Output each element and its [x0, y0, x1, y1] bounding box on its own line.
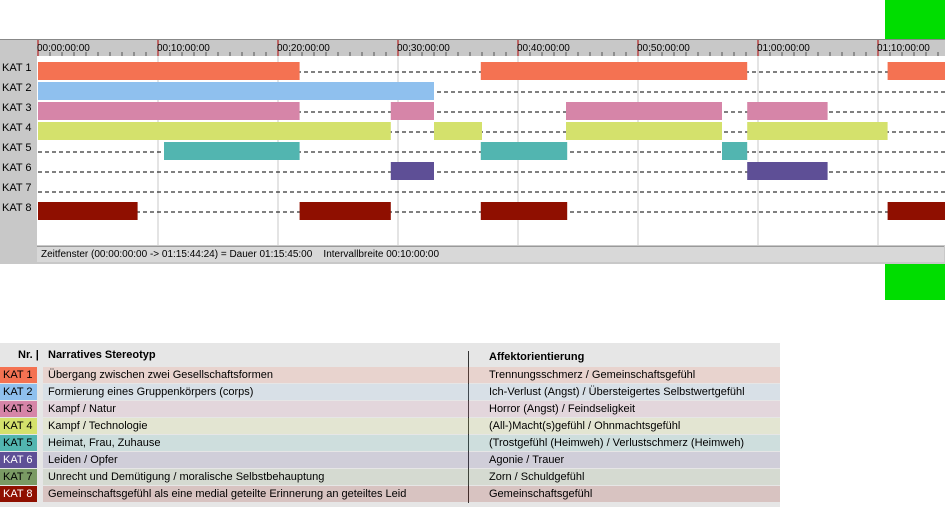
- timeline-bar: [887, 202, 945, 220]
- legend-row: KAT 7 Unrecht und Demütigung / moralische…: [0, 469, 780, 485]
- header-nr: Nr. |: [18, 349, 39, 361]
- legend-header: Nr. | Narratives Stereotyp Affektorienti…: [0, 343, 780, 367]
- legend-stereotyp: Unrecht und Demütigung / moralische Selb…: [48, 471, 325, 483]
- legend-category-swatch: KAT 6: [0, 452, 37, 468]
- legend-row-background: [43, 469, 780, 485]
- timeline-bar: [38, 202, 138, 220]
- legend-affekt: (Trostgefühl (Heimweh) / Verlustschmerz …: [489, 437, 745, 449]
- legend-category-swatch: KAT 8: [0, 486, 37, 502]
- x-tick-label: 00:40:00:00: [517, 43, 570, 54]
- timeline-bar: [390, 102, 434, 120]
- legend-row: KAT 1 Übergang zwischen zwei Gesellschaft…: [0, 367, 780, 383]
- legend-row: KAT 6 Leiden / Opfer Agonie / Trauer: [0, 452, 780, 468]
- legend-row: KAT 2 Formierung eines Gruppenkörpers (co…: [0, 384, 780, 400]
- timeline-bar: [38, 82, 434, 100]
- legend-stereotyp: Formierung eines Gruppenkörpers (corps): [48, 386, 254, 398]
- timeline-bar: [747, 102, 828, 120]
- legend-row-background: [43, 435, 780, 451]
- timeline-bar: [480, 62, 748, 80]
- legend-stereotyp: Kampf / Natur: [48, 403, 116, 415]
- legend-row-background: [43, 418, 780, 434]
- timeline-bar: [434, 122, 482, 140]
- legend-row-background: [43, 401, 780, 417]
- legend-row-background: [43, 452, 780, 468]
- legend-row: KAT 3 Kampf / Natur Horror (Angst) / Feind…: [0, 401, 780, 417]
- x-tick-label: 01:10:00:00: [877, 43, 930, 54]
- legend-affekt: Horror (Angst) / Feindseligkeit: [489, 403, 636, 415]
- legend-affekt: Gemeinschaftsgefühl: [489, 488, 593, 500]
- timeline-chart: 00:00:00:00 00:10:00:00 00:20:00:00 00:30:0…: [2, 40, 945, 245]
- legend-row-background: [43, 367, 780, 383]
- category-label: KAT 7: [2, 182, 32, 194]
- legend-row: KAT 4 Kampf / Technologie (All-)Macht(s)ge…: [0, 418, 780, 434]
- timeline-bar: [164, 142, 300, 160]
- legend-category-swatch: KAT 1: [0, 367, 37, 383]
- category-label: KAT 2: [2, 82, 32, 94]
- x-tick-label: 00:10:00:00: [157, 43, 210, 54]
- timeline-bar: [38, 122, 391, 140]
- legend-category-swatch: KAT 5: [0, 435, 37, 451]
- legend-stereotyp: Leiden / Opfer: [48, 454, 118, 466]
- timeline-bar: [480, 142, 568, 160]
- timeline-bar: [566, 102, 722, 120]
- legend-stereotyp: Übergang zwischen zwei Gesellschaftsform…: [48, 369, 273, 381]
- x-tick-label: 00:50:00:00: [637, 43, 690, 54]
- timeline-bar: [887, 62, 945, 80]
- timeline-bar: [38, 62, 300, 80]
- timeline-bar: [722, 142, 748, 160]
- header-stereotyp: Narratives Stereotyp: [48, 349, 156, 361]
- legend-affekt: Trennungsschmerz / Gemeinschaftsgefühl: [489, 369, 696, 381]
- legend-row: KAT 8 Gemeinschaftsgefühl als eine medial…: [0, 486, 780, 502]
- legend-affekt: Zorn / Schuldgefühl: [489, 471, 585, 483]
- legend-stereotyp: Heimat, Frau, Zuhause: [48, 437, 161, 449]
- timeline-bar: [480, 202, 568, 220]
- legend-affekt: (All-)Macht(s)gefühl / Ohnmachtsgefühl: [489, 420, 681, 432]
- legend-table: Nr. | Narratives Stereotyp Affektorienti…: [0, 343, 780, 507]
- x-tick-label: 00:30:00:00: [397, 43, 450, 54]
- legend-category-swatch: KAT 2: [0, 384, 37, 400]
- legend-row-background: [43, 486, 780, 502]
- header-affekt: Affektorientierung: [489, 351, 585, 363]
- legend-category-swatch: KAT 4: [0, 418, 37, 434]
- timeline-bar: [747, 122, 888, 140]
- column-divider: [468, 351, 469, 503]
- timeline-bar: [38, 102, 300, 120]
- timeline-bar: [299, 202, 391, 220]
- category-label: KAT 4: [2, 122, 32, 134]
- category-label: KAT 5: [2, 142, 32, 154]
- timeline-bar: [747, 162, 828, 180]
- legend-affekt: Agonie / Trauer: [489, 454, 565, 466]
- legend-row-background: [43, 384, 780, 400]
- legend-row: KAT 5 Heimat, Frau, Zuhause (Trostgefühl (…: [0, 435, 780, 451]
- legend-category-swatch: KAT 7: [0, 469, 37, 485]
- legend-stereotyp: Kampf / Technologie: [48, 420, 148, 432]
- status-bar: Zeitfenster (00:00:00:00 -> 01:15:44:24)…: [37, 246, 944, 262]
- x-tick-label: 00:20:00:00: [277, 43, 330, 54]
- category-label: KAT 6: [2, 162, 32, 174]
- category-label: KAT 1: [2, 62, 32, 74]
- legend-affekt: Ich-Verlust (Angst) / Übersteigertes Sel…: [489, 386, 745, 398]
- x-tick-label: 01:00:00:00: [757, 43, 810, 54]
- legend-category-swatch: KAT 3: [0, 401, 37, 417]
- x-tick-label: 00:00:00:00: [37, 43, 90, 54]
- timeline-bar: [390, 162, 434, 180]
- legend-stereotyp: Gemeinschaftsgefühl als eine medial gete…: [48, 488, 407, 500]
- category-label: KAT 3: [2, 102, 32, 114]
- timeline-bar: [566, 122, 722, 140]
- category-label: KAT 8: [2, 202, 32, 214]
